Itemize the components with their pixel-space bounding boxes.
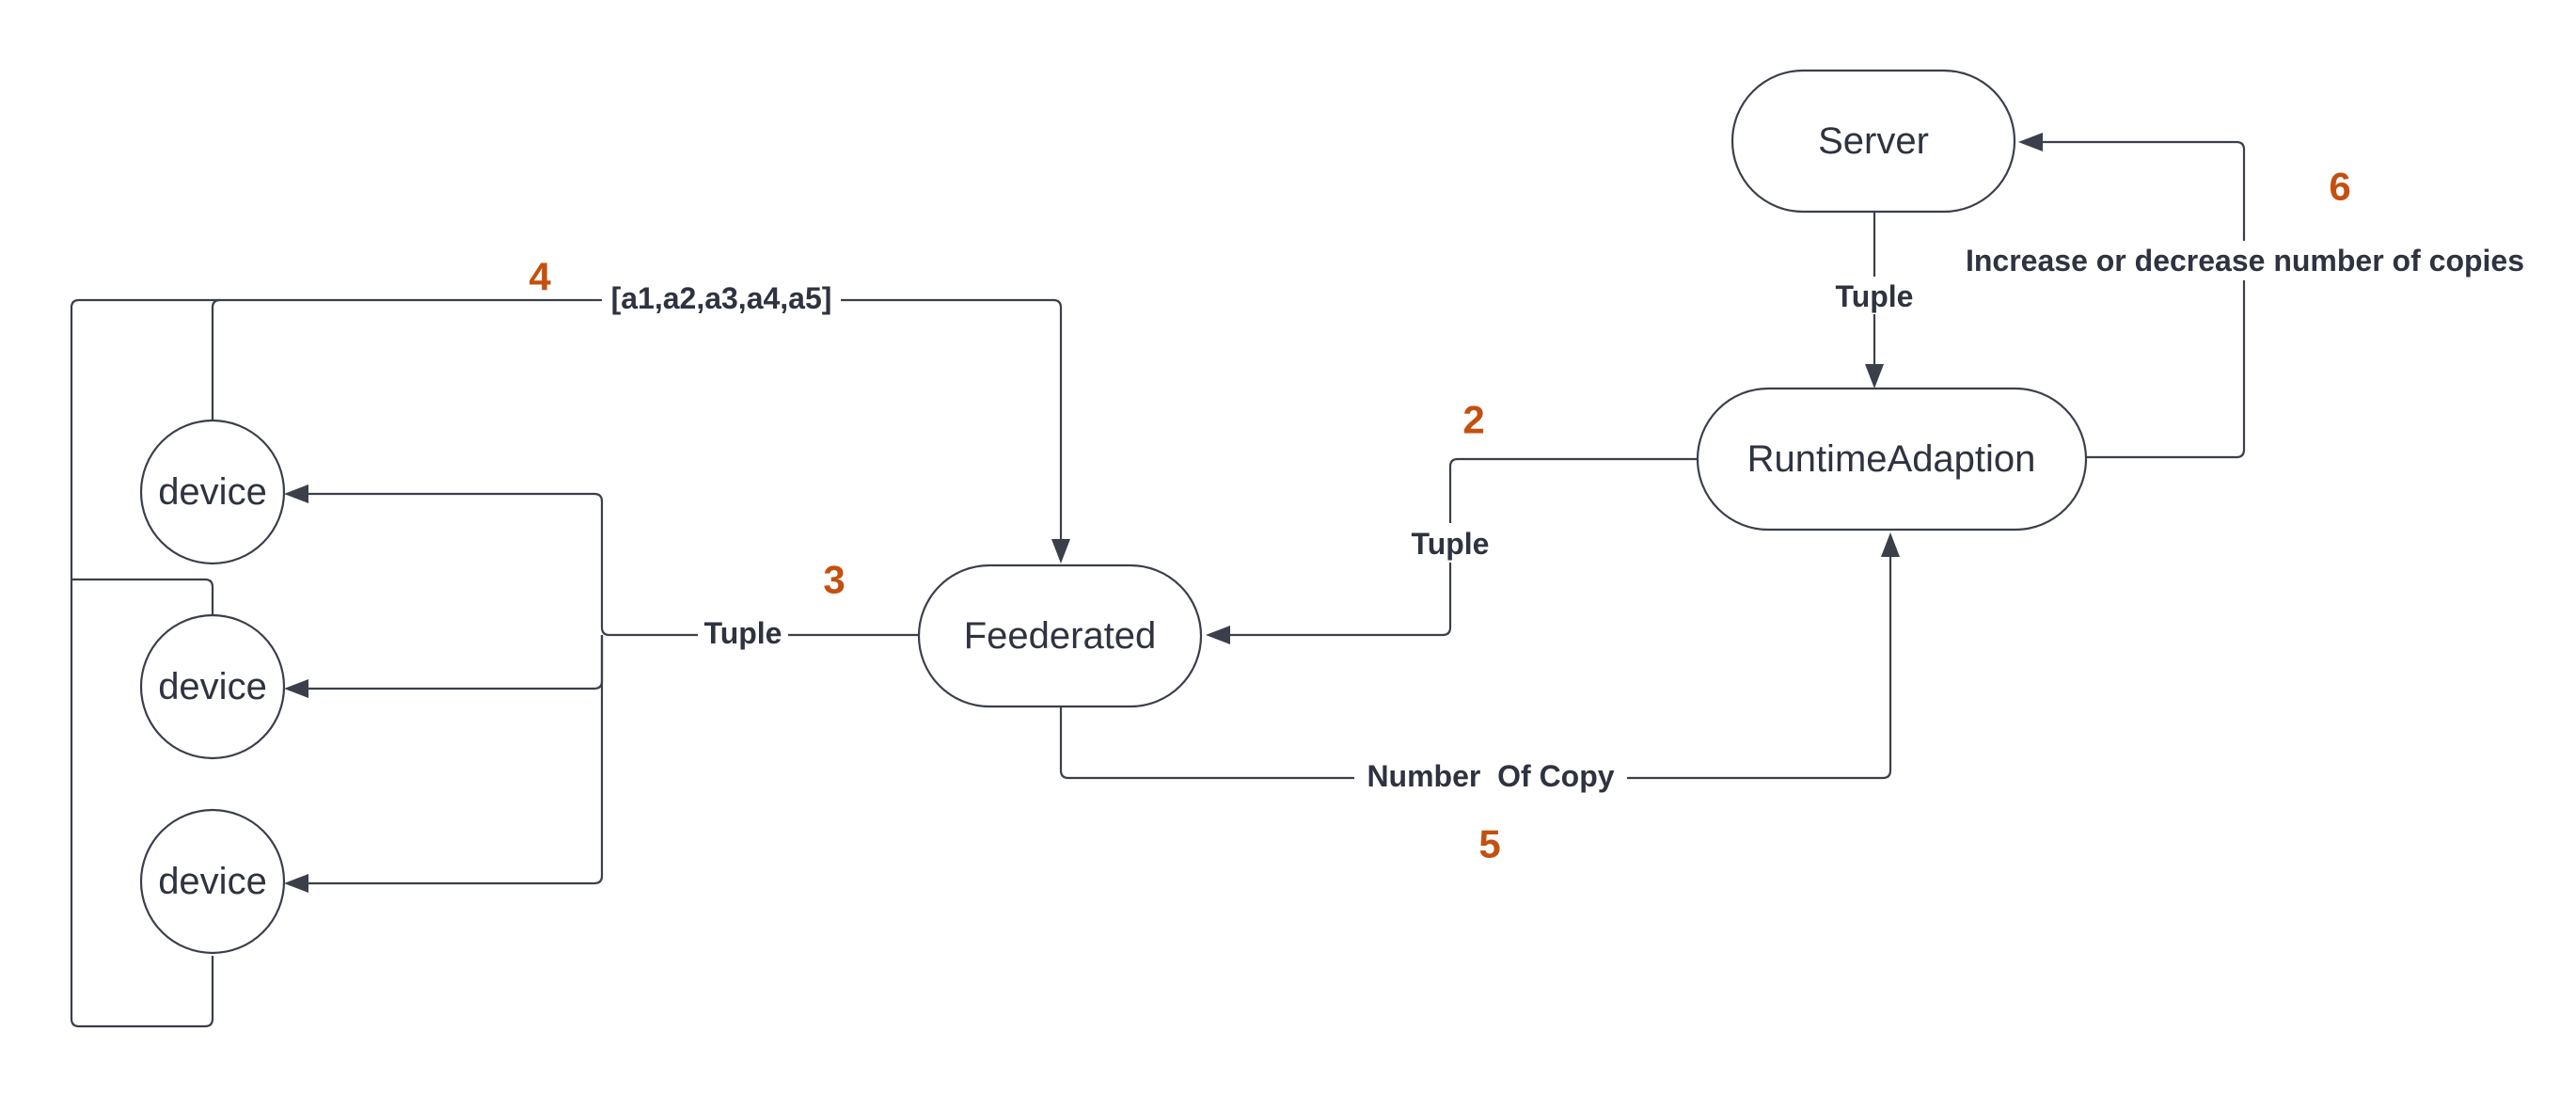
node-device-2[interactable]: device bbox=[139, 613, 286, 760]
edge-label-server-to-runtime: Tuple bbox=[1836, 279, 1914, 313]
arrowhead-server-to-runtime bbox=[1865, 364, 1884, 389]
step-number-3: 3 bbox=[823, 558, 845, 602]
device-1-label: device bbox=[158, 471, 267, 513]
node-runtime-adaption[interactable]: RuntimeAdaption bbox=[1696, 387, 2088, 532]
arrowhead-to-device-2 bbox=[284, 679, 308, 698]
device-2-label: device bbox=[158, 666, 267, 707]
edge-label-federated-to-devices: Tuple bbox=[704, 616, 782, 650]
edge-label-runtime-to-server: Increase or decrease number of copies bbox=[1966, 244, 2524, 278]
edge-federated-trunk bbox=[304, 492, 919, 637]
node-federated[interactable]: Feederated bbox=[917, 563, 1203, 708]
step-number-2: 2 bbox=[1462, 398, 1484, 442]
edge-runtime-to-server bbox=[2039, 140, 2246, 459]
step-number-4: 4 bbox=[529, 255, 551, 299]
label-bg-runtime-to-server bbox=[1949, 241, 2541, 280]
arrowhead-to-device-1 bbox=[284, 484, 308, 503]
edge-federated-to-device-2 bbox=[304, 635, 604, 690]
server-label: Server bbox=[1818, 120, 1929, 162]
edge-label-devices-to-federated: [a1,a2,a3,a4,a5] bbox=[611, 281, 832, 315]
label-bg-federated-to-devices bbox=[698, 613, 788, 653]
arrowhead-runtime-to-federated bbox=[1206, 626, 1230, 644]
arrowhead-to-device-3 bbox=[284, 874, 308, 893]
arrowhead-runtime-to-server bbox=[2018, 133, 2043, 151]
edge-label-federated-to-runtime: Number Of Copy bbox=[1367, 759, 1614, 793]
node-device-3[interactable]: device bbox=[139, 808, 286, 955]
label-bg-federated-to-runtime bbox=[1354, 755, 1627, 797]
edge-device-1-up bbox=[211, 298, 221, 421]
step-number-6: 6 bbox=[2329, 165, 2350, 209]
label-bg-server-to-runtime bbox=[1829, 277, 1920, 314]
edge-federated-to-device-3 bbox=[304, 635, 604, 885]
device-3-label: device bbox=[158, 861, 267, 902]
node-server[interactable]: Server bbox=[1731, 69, 2016, 214]
edge-device-2-up bbox=[71, 578, 214, 616]
step-number-5: 5 bbox=[1478, 822, 1500, 866]
runtime-adaption-label: RuntimeAdaption bbox=[1747, 438, 2036, 480]
arrowhead-to-federated bbox=[1051, 539, 1070, 563]
label-bg-devices-to-federated bbox=[602, 278, 841, 318]
node-device-1[interactable]: device bbox=[139, 419, 286, 565]
federated-label: Feederated bbox=[964, 615, 1157, 657]
edge-label-runtime-to-federated: Tuple bbox=[1412, 527, 1490, 561]
edge-devices-bus bbox=[70, 298, 1063, 1028]
label-bg-runtime-to-federated bbox=[1405, 523, 1495, 563]
arrowhead-federated-to-runtime bbox=[1881, 532, 1900, 557]
